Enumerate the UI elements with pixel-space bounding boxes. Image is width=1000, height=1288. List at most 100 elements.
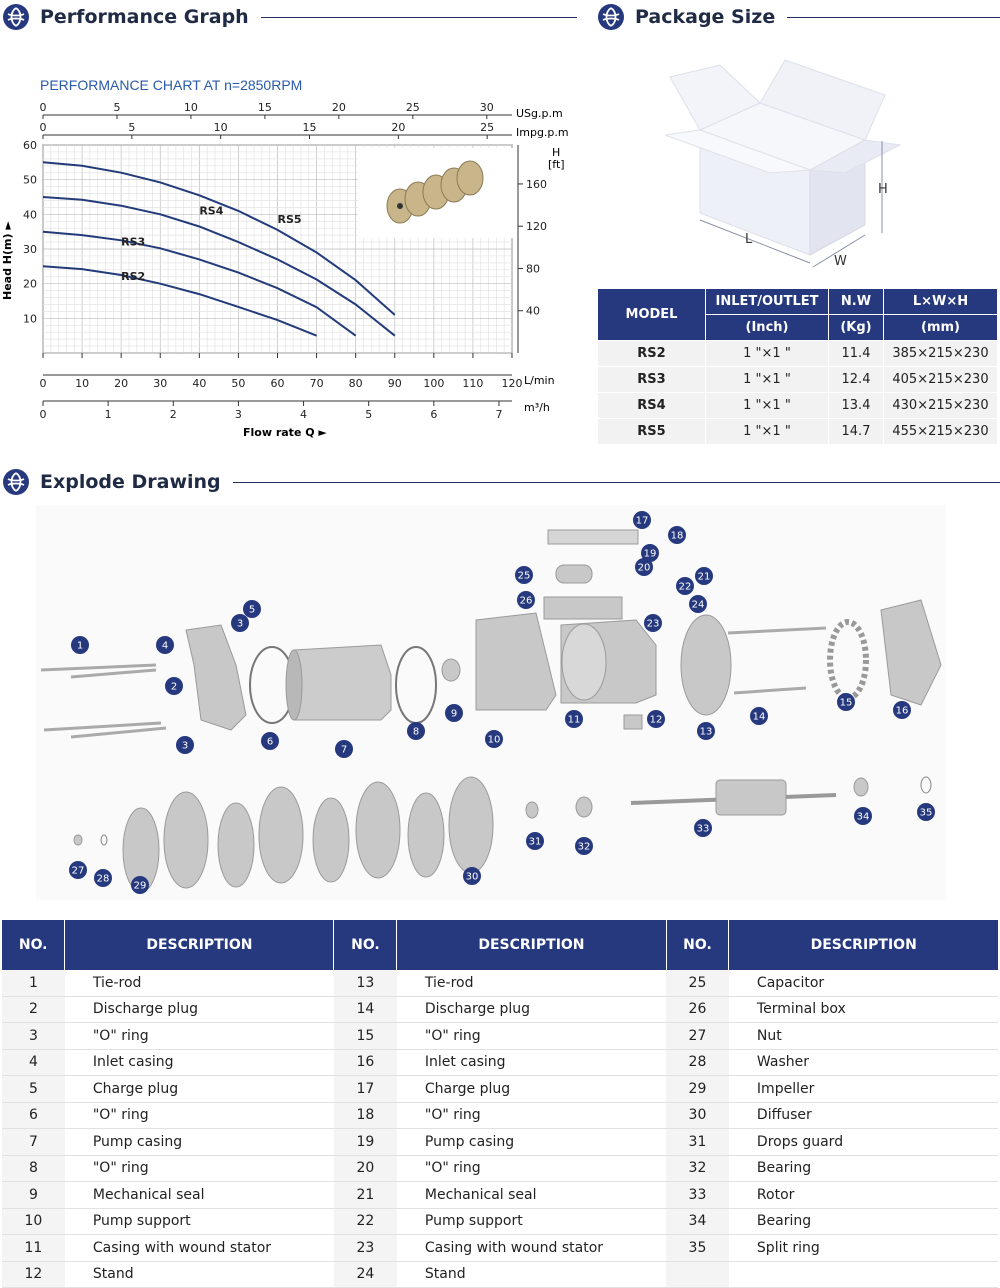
part-number: 7: [2, 1128, 65, 1156]
x-tick-label: 5: [113, 101, 120, 114]
col-header-no: NO.: [333, 920, 398, 970]
part-description: Mechanical seal: [396, 1181, 666, 1209]
callout-badge: [917, 803, 935, 821]
callout-badge: [131, 876, 149, 894]
pkg-header-dim-unit: (mm): [883, 314, 998, 341]
part-number: 16: [333, 1049, 397, 1076]
ft-axis-label-unit: [ft]: [548, 158, 565, 171]
x-tick-label: 30: [480, 101, 494, 114]
explode-section-header: Explode Drawing: [2, 468, 1000, 496]
part-number: 31: [666, 1128, 729, 1156]
part-description: "O" ring: [396, 1022, 666, 1050]
part-description: Split ring: [728, 1234, 998, 1262]
part-number: 20: [333, 1155, 397, 1182]
callout-badge: [526, 832, 544, 850]
pkg-header-model: MODEL: [597, 288, 706, 341]
part-number: 23: [333, 1234, 397, 1262]
part-description: Bearing: [728, 1208, 998, 1235]
x-tick-label: 3: [235, 408, 242, 421]
y-tick-label: 30: [23, 243, 37, 256]
callout-number: 12: [650, 715, 663, 726]
y-tick-label: 40: [526, 305, 540, 318]
col-header-no: NO.: [666, 920, 730, 970]
callout-number: 21: [698, 572, 711, 583]
part-description: Tie-rod: [396, 970, 666, 997]
callout-badge: [837, 693, 855, 711]
performance-section-header: Performance Graph: [2, 3, 577, 31]
x-tick-label: 5: [365, 408, 372, 421]
y-tick-label: 40: [23, 208, 37, 221]
callout-badge: [94, 869, 112, 887]
part-number: 24: [333, 1261, 397, 1288]
part-description: "O" ring: [64, 1022, 334, 1050]
section-rule: [260, 16, 577, 18]
x-tick-label: 25: [406, 101, 420, 114]
part-description: Charge plug: [64, 1075, 334, 1103]
callout-badge: [695, 567, 713, 585]
callout-number: 22: [679, 582, 692, 593]
pkg-header-io: INLET/OUTLET: [705, 288, 829, 315]
callout-badge: [676, 577, 694, 595]
series-label: RS5: [278, 213, 302, 226]
part-description: Stand: [64, 1261, 334, 1288]
series-label: RS4: [199, 204, 223, 217]
col-header-description: DESCRIPTION: [396, 920, 667, 970]
parts-description-table: NO. DESCRIPTION NO. DESCRIPTION NO. DESC…: [2, 920, 998, 1288]
package-size-table: MODEL INLET/OUTLET N.W L×W×H (Inch) (Kg)…: [597, 288, 998, 445]
part-description: [728, 1261, 998, 1288]
callout-number: 9: [451, 709, 457, 720]
callout-badge: [243, 600, 261, 618]
part-description: Rotor: [728, 1181, 998, 1209]
callout-badge: [694, 819, 712, 837]
callout-badge: [261, 732, 279, 750]
callout-number: 27: [72, 866, 85, 877]
part-number: 6: [2, 1102, 65, 1129]
pkg-header-nw-unit: (Kg): [828, 314, 884, 341]
series-line-rs4: [42, 196, 396, 337]
callout-number: 33: [697, 824, 710, 835]
part-number: 1: [2, 970, 65, 997]
part-number: 4: [2, 1049, 65, 1076]
impgpm-axis-label: Impg.p.m: [516, 126, 569, 139]
callout-number: 11: [568, 715, 581, 726]
part-description: Pump support: [64, 1208, 334, 1235]
callout-badge: [69, 861, 87, 879]
part-description: Nut: [728, 1022, 998, 1050]
x-tick-label: 15: [303, 121, 317, 134]
x-tick-label: 30: [153, 377, 167, 390]
part-description: Casing with wound stator: [64, 1234, 334, 1262]
part-description: Inlet casing: [396, 1049, 666, 1076]
section-title: Package Size: [635, 6, 776, 28]
y-tick-label: 160: [526, 178, 547, 191]
callout-badge: [633, 511, 651, 529]
part-number: 28: [666, 1049, 729, 1076]
x-tick-label: 10: [75, 377, 89, 390]
callout-number: 4: [162, 641, 168, 652]
x-tick-label: 100: [423, 377, 444, 390]
package-box-illustration: H L W: [664, 59, 902, 269]
part-number: 25: [666, 970, 729, 997]
callout-number: 14: [753, 712, 766, 723]
part-description: Terminal box: [728, 996, 998, 1023]
company-logo-icon: [3, 469, 29, 495]
callout-badge: [176, 736, 194, 754]
callout-badge: [647, 710, 665, 728]
col-header-no: NO.: [2, 920, 66, 970]
pump-parts: [40, 529, 942, 893]
callout-number: 15: [840, 698, 853, 709]
callout-number: 26: [520, 596, 533, 607]
chart-title: PERFORMANCE CHART AT n=2850RPM: [40, 77, 302, 93]
usgpm-axis-label: USg.p.m: [516, 107, 563, 120]
part-number: 9: [2, 1181, 65, 1209]
part-description: "O" ring: [396, 1102, 666, 1129]
part-number: 19: [333, 1128, 397, 1156]
part-description: Discharge plug: [396, 996, 666, 1023]
part-number: 12: [2, 1261, 65, 1288]
callout-badge: [697, 722, 715, 740]
